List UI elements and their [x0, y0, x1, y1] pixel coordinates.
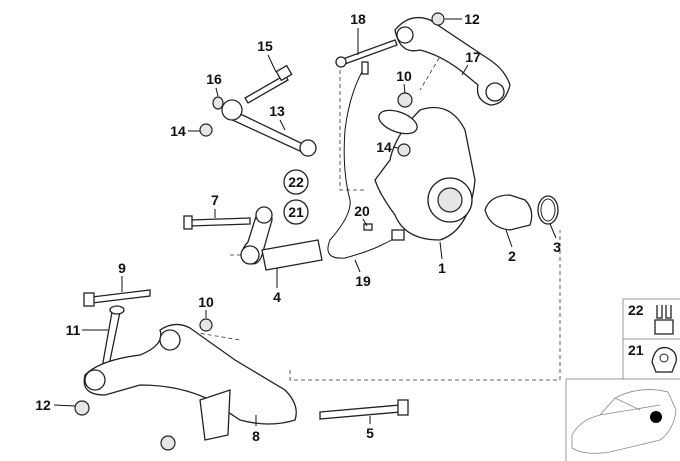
callout-11: 11 [66, 322, 81, 338]
bolt [319, 404, 401, 420]
callout-5: 5 [366, 425, 374, 441]
nut [160, 435, 176, 451]
nut [397, 143, 411, 157]
callout-circle-21 [283, 199, 309, 225]
nut [199, 318, 213, 332]
callout-1: 1 [438, 260, 446, 276]
callout-17: 17 [465, 49, 481, 65]
lower-control-arm [83, 323, 297, 425]
callout-3: 3 [553, 239, 561, 255]
cable-holder-icon [651, 346, 677, 373]
callout-15: 15 [257, 38, 273, 54]
callout-12: 12 [35, 397, 51, 413]
arm-bushing [485, 82, 505, 102]
bolt [339, 39, 398, 66]
legend-21-number: 21 [628, 342, 644, 358]
legend-box-22: 22 [622, 298, 680, 340]
location-marker [650, 411, 662, 423]
nut [199, 123, 213, 137]
callout-21: 21 [288, 204, 304, 220]
nut [397, 92, 413, 108]
callout-14: 14 [376, 139, 392, 155]
callout-10: 10 [198, 294, 214, 310]
callout-18: 18 [350, 11, 366, 27]
callout-19: 19 [355, 273, 371, 289]
bolt [91, 289, 151, 304]
washer [212, 96, 224, 110]
callout-10: 10 [396, 68, 412, 84]
clip [363, 223, 373, 231]
callout-4: 4 [273, 289, 281, 305]
callout-circle-22 [283, 169, 309, 195]
legend-box-21: 21 [622, 338, 680, 380]
sleeve [261, 239, 323, 271]
arm-bushing [396, 26, 414, 44]
callout-7: 7 [211, 192, 219, 208]
leader-lines [53, 18, 557, 426]
vehicle-locator [565, 378, 680, 461]
upper-control-arm [394, 16, 511, 106]
abs-sensor-cable [327, 64, 396, 259]
callout-13: 13 [269, 103, 285, 119]
bolt [189, 217, 251, 227]
callout-14: 14 [170, 123, 186, 139]
callout-20: 20 [354, 203, 370, 219]
callout-22: 22 [288, 174, 304, 190]
nut [431, 12, 445, 26]
callout-9: 9 [118, 260, 126, 276]
callout-8: 8 [252, 428, 260, 444]
legend-22-number: 22 [628, 302, 644, 318]
nut [74, 400, 90, 416]
callout-16: 16 [206, 71, 222, 87]
callout-12: 12 [464, 11, 480, 27]
clip-icon [654, 305, 674, 335]
bolt [244, 74, 289, 104]
callout-2: 2 [508, 248, 516, 264]
drive-flange [484, 194, 533, 231]
